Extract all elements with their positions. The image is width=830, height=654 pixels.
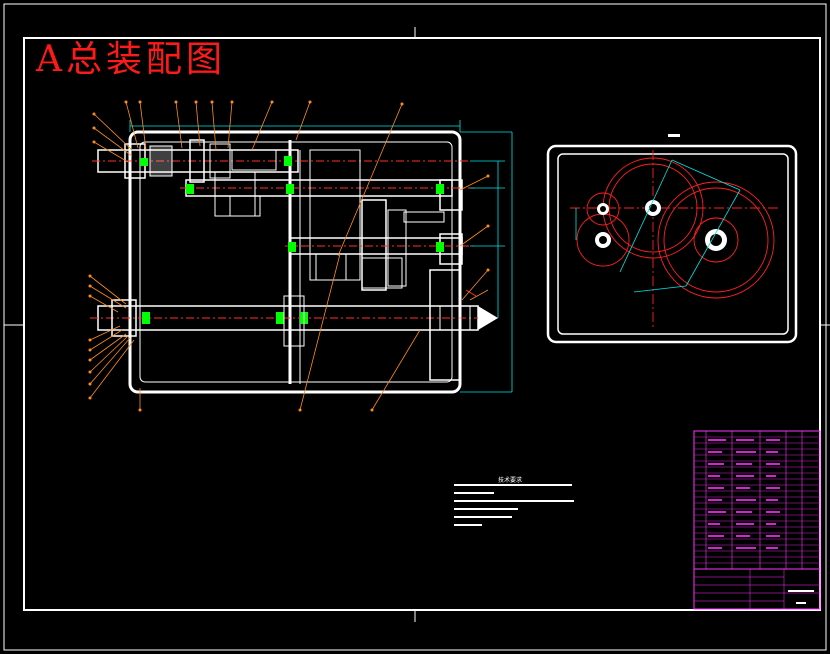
spindle-bearing-cap <box>111 299 137 337</box>
gear-6 <box>361 257 403 289</box>
spindle-cone <box>478 306 498 330</box>
gear-3 <box>214 171 256 217</box>
side-dimensions <box>575 159 741 293</box>
main-assembly-section <box>88 100 513 412</box>
part-leaders <box>89 101 489 411</box>
title-block-name-mark <box>788 590 814 592</box>
gear-block-2 <box>361 199 387 291</box>
bearing-mark-1 <box>140 158 148 166</box>
gear-circle-input <box>586 192 620 226</box>
bearing-cap-2 <box>439 179 463 211</box>
parts-list-table <box>693 430 821 610</box>
gear-circle-output <box>657 181 775 299</box>
bearing-mark-9 <box>276 312 284 324</box>
bearing-mark-4 <box>286 184 294 194</box>
side-housing-inner <box>557 153 789 335</box>
spindle-gear-large <box>429 269 461 381</box>
outer-border <box>3 3 827 651</box>
spindle-mark <box>465 289 477 297</box>
gear-block-3 <box>387 209 407 287</box>
gear-circle-hub <box>693 217 739 263</box>
gear-2 <box>209 143 231 179</box>
bearing-1 <box>149 145 173 177</box>
bearing-mark-7 <box>436 242 444 252</box>
gear-circle-output-inner <box>663 187 769 293</box>
bearing-mark-3 <box>186 184 194 194</box>
bearing-mark-8 <box>142 312 150 324</box>
title-block <box>693 568 821 610</box>
side-housing-outer <box>546 144 798 344</box>
side-view <box>546 134 798 344</box>
gear-4 <box>229 195 261 217</box>
spline-1 <box>231 149 277 171</box>
gear-5 <box>315 253 347 281</box>
bearing-mark-2 <box>284 156 292 166</box>
housing-outline <box>128 130 462 394</box>
inner-border <box>23 37 821 611</box>
spindle-gear-1 <box>283 295 305 347</box>
parts-list-text-marks <box>708 439 780 549</box>
drawing-title: A总装配图 <box>36 39 226 80</box>
technical-requirements-text <box>454 484 574 526</box>
gear-block-1 <box>309 149 361 281</box>
gear-1 <box>189 139 205 183</box>
housing-inner <box>139 141 453 383</box>
side-view-label-mark <box>668 134 680 137</box>
bearing-mark-5 <box>436 184 444 194</box>
leader-balloons <box>88 100 490 412</box>
bearing-mark-6 <box>288 242 296 252</box>
spacer-1 <box>403 211 445 223</box>
spindle-nose <box>439 305 471 331</box>
parts-list-rows <box>694 436 820 564</box>
title-block-code-mark <box>796 602 806 604</box>
technical-requirements-title: 技术要求 <box>498 477 523 484</box>
